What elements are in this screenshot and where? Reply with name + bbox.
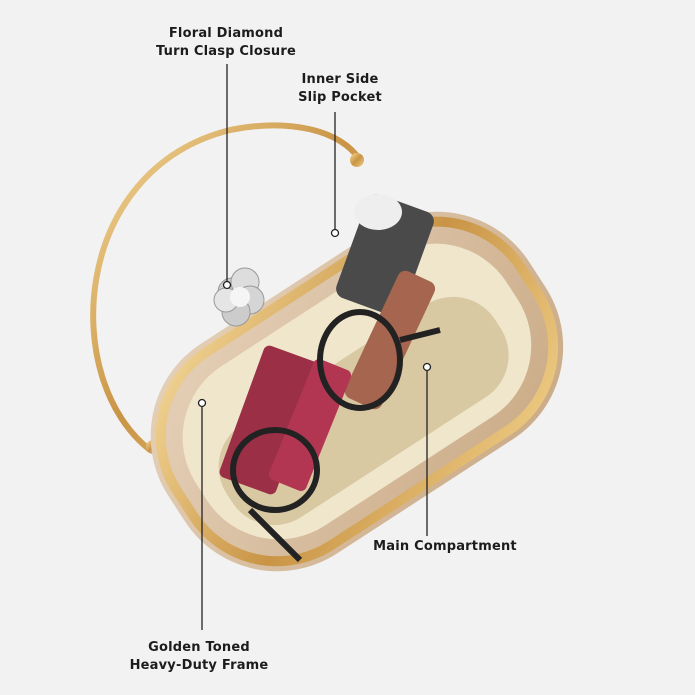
pocket-label-line1: Inner Side	[301, 72, 379, 87]
compartment-callout-label: Main Compartment	[370, 538, 520, 556]
clasp-callout-dot	[222, 280, 232, 290]
frame-label-line2: Heavy-Duty Frame	[129, 658, 269, 673]
clasp-callout-label: Floral Diamond Turn Clasp Closure	[146, 25, 306, 61]
clasp-label-line2: Turn Clasp Closure	[156, 44, 296, 59]
clasp-label-line1: Floral Diamond	[168, 26, 284, 41]
compartment-callout-dot	[422, 362, 432, 372]
callout-lines	[197, 64, 432, 630]
pocket-label-line2: Slip Pocket	[298, 90, 382, 105]
contents	[219, 194, 441, 563]
compartment-label-line1: Main Compartment	[373, 539, 517, 554]
frame-callout-dot	[197, 398, 207, 408]
pocket-callout-dot	[330, 228, 340, 238]
pocket-callout-label: Inner Side Slip Pocket	[290, 71, 390, 107]
frame-callout-label: Golden Toned Heavy-Duty Frame	[124, 639, 274, 675]
frame-label-line1: Golden Toned	[148, 640, 250, 655]
